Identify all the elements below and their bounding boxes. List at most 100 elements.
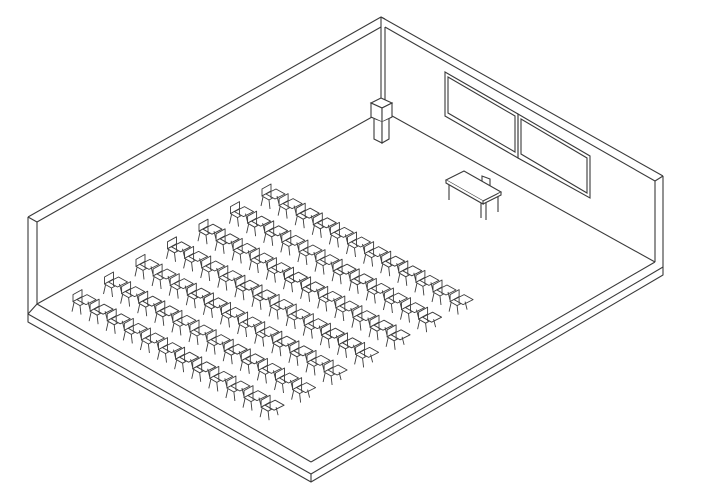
floor-front-right-edge: [310, 266, 664, 475]
student-chair: [354, 341, 380, 368]
student-chair: [448, 289, 474, 315]
student-chair: [197, 218, 223, 245]
student-chair: [417, 306, 443, 333]
podium: [369, 97, 394, 144]
student-chair: [222, 338, 248, 365]
student-chair: [174, 346, 200, 373]
student-chair: [302, 313, 328, 339]
podium-base-left: [373, 119, 383, 144]
student-chair: [191, 356, 217, 382]
student-chair: [248, 247, 274, 274]
student-chair: [265, 257, 291, 283]
student-chair: [259, 394, 285, 421]
floor-back-right-edge: [384, 111, 656, 263]
student-chair: [214, 228, 240, 254]
student-chair: [263, 220, 289, 246]
student-chair: [237, 311, 263, 338]
student-chair: [322, 359, 348, 386]
student-chair: [297, 239, 323, 266]
student-chair: [311, 212, 337, 238]
student-chair: [242, 385, 268, 411]
student-seating: [71, 183, 474, 421]
teacher-desk-side: [482, 192, 502, 205]
student-chair: [271, 330, 297, 357]
student-chair: [154, 300, 180, 326]
back-left-wall-inner-top: [36, 26, 382, 223]
student-chair: [171, 309, 197, 336]
floor-left-slab: [27, 303, 38, 315]
floor-front-left-edge: [27, 313, 312, 475]
student-chair: [380, 250, 406, 277]
student-chair: [319, 322, 345, 349]
student-chair: [294, 202, 320, 229]
floor-inner-front-left: [36, 303, 312, 463]
student-chair: [139, 327, 165, 354]
student-chair: [414, 269, 440, 296]
student-chair: [431, 279, 457, 306]
whiteboard-right-panel: [517, 113, 591, 199]
teacher-desk: [444, 170, 503, 220]
student-chair: [239, 348, 265, 374]
student-chair: [256, 357, 282, 384]
student-chair: [220, 301, 245, 328]
student-chair: [365, 277, 391, 304]
student-chair: [137, 290, 163, 317]
whiteboard-right-panel-inner: [520, 118, 588, 194]
student-chair: [314, 249, 340, 275]
podium-base-right: [381, 119, 390, 144]
student-chair: [400, 297, 425, 323]
student-chair: [251, 284, 277, 310]
student-chair: [277, 193, 303, 219]
student-chair: [246, 210, 272, 237]
student-chair: [71, 289, 97, 315]
student-chair: [382, 287, 408, 314]
student-chair: [200, 255, 226, 282]
floor-back-left-edge: [36, 111, 382, 305]
student-chair: [188, 319, 214, 346]
student-chair: [231, 237, 257, 264]
student-chair: [397, 260, 423, 286]
whiteboard-left-panel-inner: [447, 76, 516, 153]
student-chair: [217, 265, 243, 291]
student-chair: [368, 314, 394, 341]
student-chair: [328, 221, 354, 248]
student-chair: [120, 281, 146, 307]
back-right-wall-top: [380, 16, 664, 177]
student-chair: [305, 349, 331, 376]
student-chair: [268, 293, 294, 320]
student-chair: [385, 324, 411, 350]
student-chair: [122, 317, 148, 344]
right-wall-cap: [654, 175, 664, 182]
student-chair: [185, 282, 211, 309]
student-chair: [351, 305, 377, 331]
back-right-wall-inner-top: [384, 26, 656, 182]
whiteboards: [444, 71, 591, 199]
student-chair: [168, 273, 194, 299]
student-chair: [283, 266, 308, 293]
student-chair: [274, 367, 299, 394]
student-chair: [183, 245, 209, 272]
student-chair: [300, 276, 326, 302]
room-walls: [27, 16, 664, 483]
student-chair: [334, 295, 360, 322]
student-chair: [348, 268, 374, 294]
student-chair: [208, 365, 234, 392]
student-chair: [260, 183, 286, 210]
student-chair: [166, 236, 191, 262]
student-chair: [103, 271, 128, 298]
student-chair: [254, 321, 280, 347]
student-chair: [288, 340, 314, 366]
student-chair: [337, 332, 362, 358]
student-chair: [157, 337, 182, 363]
back-left-wall-top: [27, 16, 386, 218]
left-wall-cap: [27, 216, 38, 223]
student-chair: [105, 308, 131, 334]
floor-front-slab-bottom: [27, 267, 664, 483]
student-chair: [285, 303, 311, 330]
student-chair: [88, 298, 114, 325]
student-chair: [363, 241, 389, 267]
teacher-desk-front: [445, 180, 484, 205]
student-chair: [225, 375, 251, 402]
